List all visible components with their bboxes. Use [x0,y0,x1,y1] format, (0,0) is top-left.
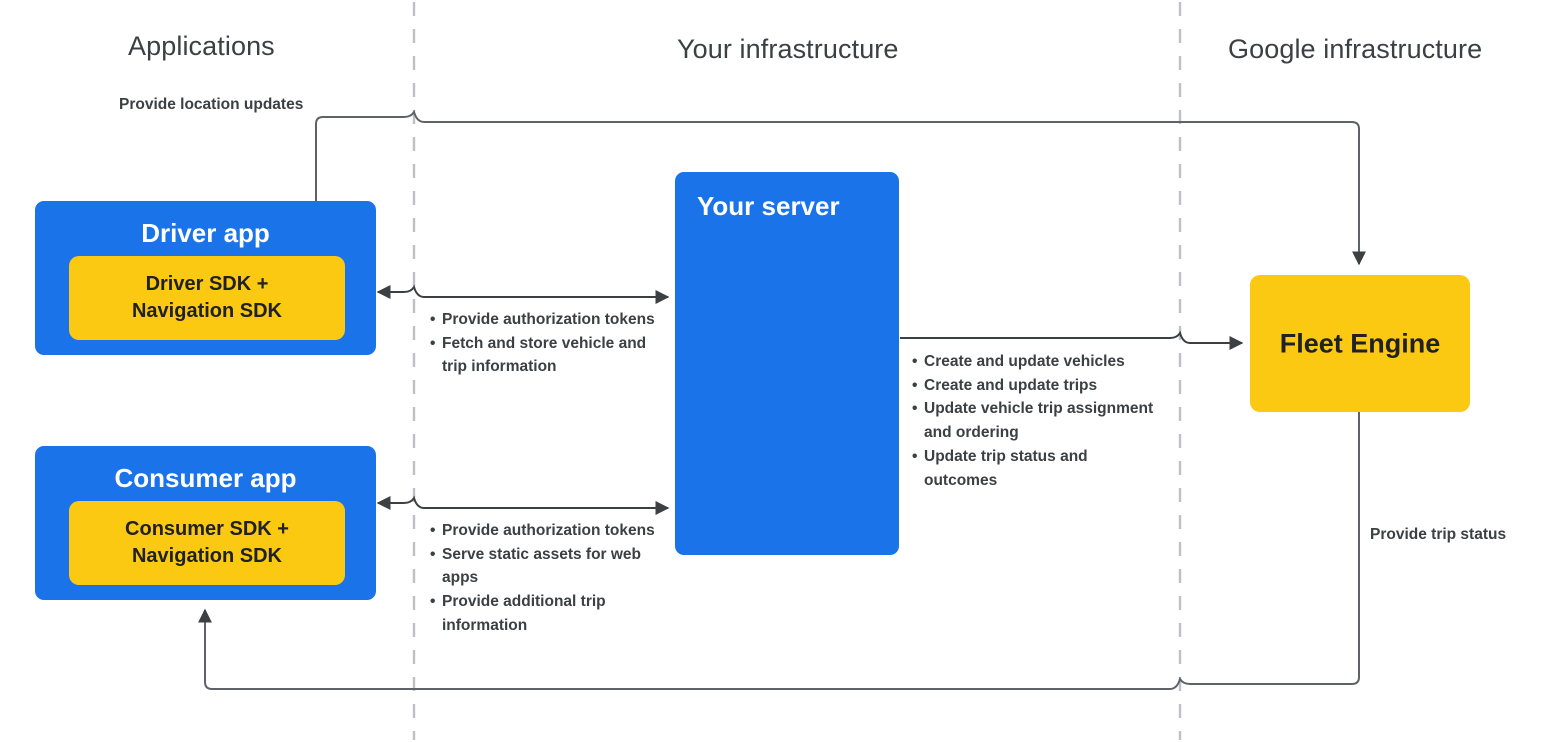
driver-sdk-label-line2: Navigation SDK [131,300,283,322]
node-fleet-engine[interactable]: Fleet Engine [1250,275,1470,412]
edge-bullets-consumer-server: Provide authorization tokensServe static… [430,519,655,638]
edge-driver-server [376,284,670,304]
bullet-item: Update trip status and outcomes [912,445,1162,492]
bullet-item: Provide additional trip information [430,590,655,637]
bullet-item: Fetch and store vehicle and trip informa… [430,332,655,379]
bullet-item: Create and update vehicles [912,350,1162,374]
consumer-sdk-label-line2: Navigation SDK [131,545,283,567]
driver-sdk-label: Driver SDK + Navigation SDK [77,271,337,325]
edge-label-provide-location-updates: Provide location updates [119,96,304,113]
edge-label-provide-trip-status: Provide trip status [1370,526,1507,543]
column-heading-applications: Applications [128,31,275,61]
node-consumer-sdk[interactable]: Consumer SDK + Navigation SDK [69,501,345,585]
edge-bullets-driver-server: Provide authorization tokensFetch and st… [430,308,655,379]
bullet-item: Create and update trips [912,374,1162,398]
bullet-item: Update vehicle trip assignment and order… [912,397,1162,444]
column-heading-your-infrastructure: Your infrastructure [677,34,899,64]
your-server-title: Your server [697,191,840,221]
column-heading-google-infrastructure: Google infrastructure [1228,34,1483,64]
bullet-item: Serve static assets for web apps [430,543,655,590]
node-driver-sdk[interactable]: Driver SDK + Navigation SDK [69,256,345,340]
bullet-item: Provide authorization tokens [430,308,655,332]
edge-bullets-server-fleet: Create and update vehiclesCreate and upd… [912,350,1162,492]
fleet-engine-title: Fleet Engine [1279,328,1441,358]
node-your-server[interactable]: Your server [675,172,899,555]
consumer-sdk-label: Consumer SDK + Navigation SDK [77,516,337,570]
bullet-item: Provide authorization tokens [430,519,655,543]
consumer-app-title: Consumer app [114,463,297,493]
edge-consumer-server [376,495,670,515]
consumer-sdk-label-line1: Consumer SDK + [125,518,289,541]
driver-sdk-label-line1: Driver SDK + [145,273,269,296]
driver-app-title: Driver app [141,218,270,248]
edge-server-fleet [900,330,1244,350]
